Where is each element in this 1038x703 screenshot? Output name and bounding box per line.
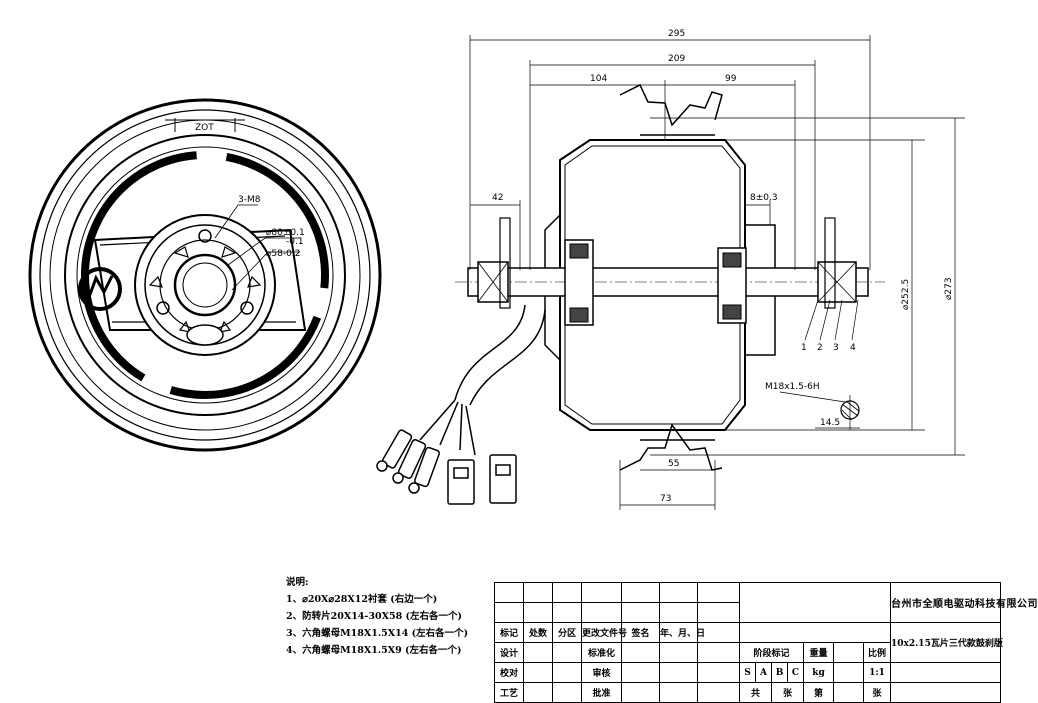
part-number-1: 1 (801, 343, 807, 353)
scale-label: 比例 (862, 642, 892, 663)
row-label: 标记 (494, 622, 524, 643)
sheet-unit-label: 张 (862, 682, 892, 703)
side-view-dimensions: 295 209 104 99 42 8±0.3 ⌀252.5 ⌀273 55 7… (492, 29, 954, 504)
callout-bolt: 3-M8 (238, 195, 261, 205)
weight-unit: kg (803, 662, 834, 683)
design-label: 设计 (494, 642, 524, 663)
note-item: 1、⌀20X⌀28X12衬套 (右边一个) (286, 594, 438, 605)
note-item: 2、防转片20X14-30X58 (左右各一个) (286, 611, 462, 622)
thread-label: M18x1.5-6H (765, 382, 820, 392)
review-label: 审核 (581, 662, 622, 683)
callout-diameter-80: ⌀80±0.1 (266, 228, 305, 238)
dim-axle-end: 42 (492, 193, 503, 203)
dim-right: 99 (725, 74, 737, 84)
standardize-label: 标准化 (581, 642, 622, 663)
front-callouts (214, 204, 300, 291)
side-view (455, 35, 965, 510)
row-label: 更改文件号 (581, 622, 627, 643)
brand-logo (78, 267, 122, 311)
dim-vert-outer: ⌀273 (944, 277, 954, 300)
dim-vert-inner: ⌀252.5 (901, 279, 911, 310)
sheets-unit-label: 张 (771, 682, 804, 703)
dim-rim-inner: 55 (668, 459, 679, 469)
stage-b: B (771, 662, 788, 683)
stage-mark-label: 阶段标记 (739, 642, 804, 663)
approve-label: 批准 (581, 682, 622, 703)
technical-drawing: 3-M8 ⌀80±0.1 -0.1 ⌀58-0.2 ZOT (28, 29, 965, 510)
dim-overall: 295 (668, 29, 685, 39)
dim-rim-outer: 73 (660, 494, 671, 504)
notes-block: 说明: 1、⌀20X⌀28X12衬套 (右边一个) 2、防转片20X14-30X… (286, 574, 468, 659)
cable-harness (376, 304, 546, 505)
company-name: 台州市全顺电驱动科技有限公司 (890, 582, 1038, 623)
weight-label: 重量 (803, 642, 834, 663)
scale-value: 1:1 (862, 662, 892, 683)
note-item: 4、六角螺母M18X1.5X9 (左右各一个) (286, 645, 462, 656)
front-view (28, 98, 382, 452)
part-number-4: 4 (850, 343, 856, 353)
callout-diameter-58: ⌀58-0.2 (266, 249, 300, 259)
dim-bearing: 8±0.3 (750, 193, 778, 203)
notes-heading: 说明: (286, 577, 309, 588)
callout-tolerance: -0.1 (286, 237, 304, 247)
part-number-2: 2 (817, 343, 823, 353)
title-block: 台州市全顺电驱动科技有限公司 标记 处数 分区 更改文件号 签名 年、月、日 1… (494, 582, 1038, 703)
stage-a: A (755, 662, 772, 683)
row-label: 签名 (621, 622, 660, 643)
part-number-3: 3 (833, 343, 839, 353)
check-label: 校对 (494, 662, 524, 683)
top-mark: ZOT (195, 123, 214, 133)
sheet-no-label: 第 (803, 682, 834, 703)
stage-s: S (739, 662, 756, 683)
row-label: 分区 (552, 622, 582, 643)
sheets-total-label: 共 (739, 682, 772, 703)
flat-label: 14.5 (820, 418, 840, 428)
note-item: 3、六角螺母M18X1.5X14 (左右各一个) (286, 628, 469, 639)
dim-middle: 209 (668, 54, 685, 64)
row-label: 处数 (523, 622, 553, 643)
drawing-title: 10x2.15瓦片三代款鼓刹版 (890, 622, 1003, 663)
process-label: 工艺 (494, 682, 524, 703)
dim-left: 104 (590, 74, 607, 84)
row-label: 年、月、日 (659, 622, 705, 643)
stage-c: C (787, 662, 804, 683)
